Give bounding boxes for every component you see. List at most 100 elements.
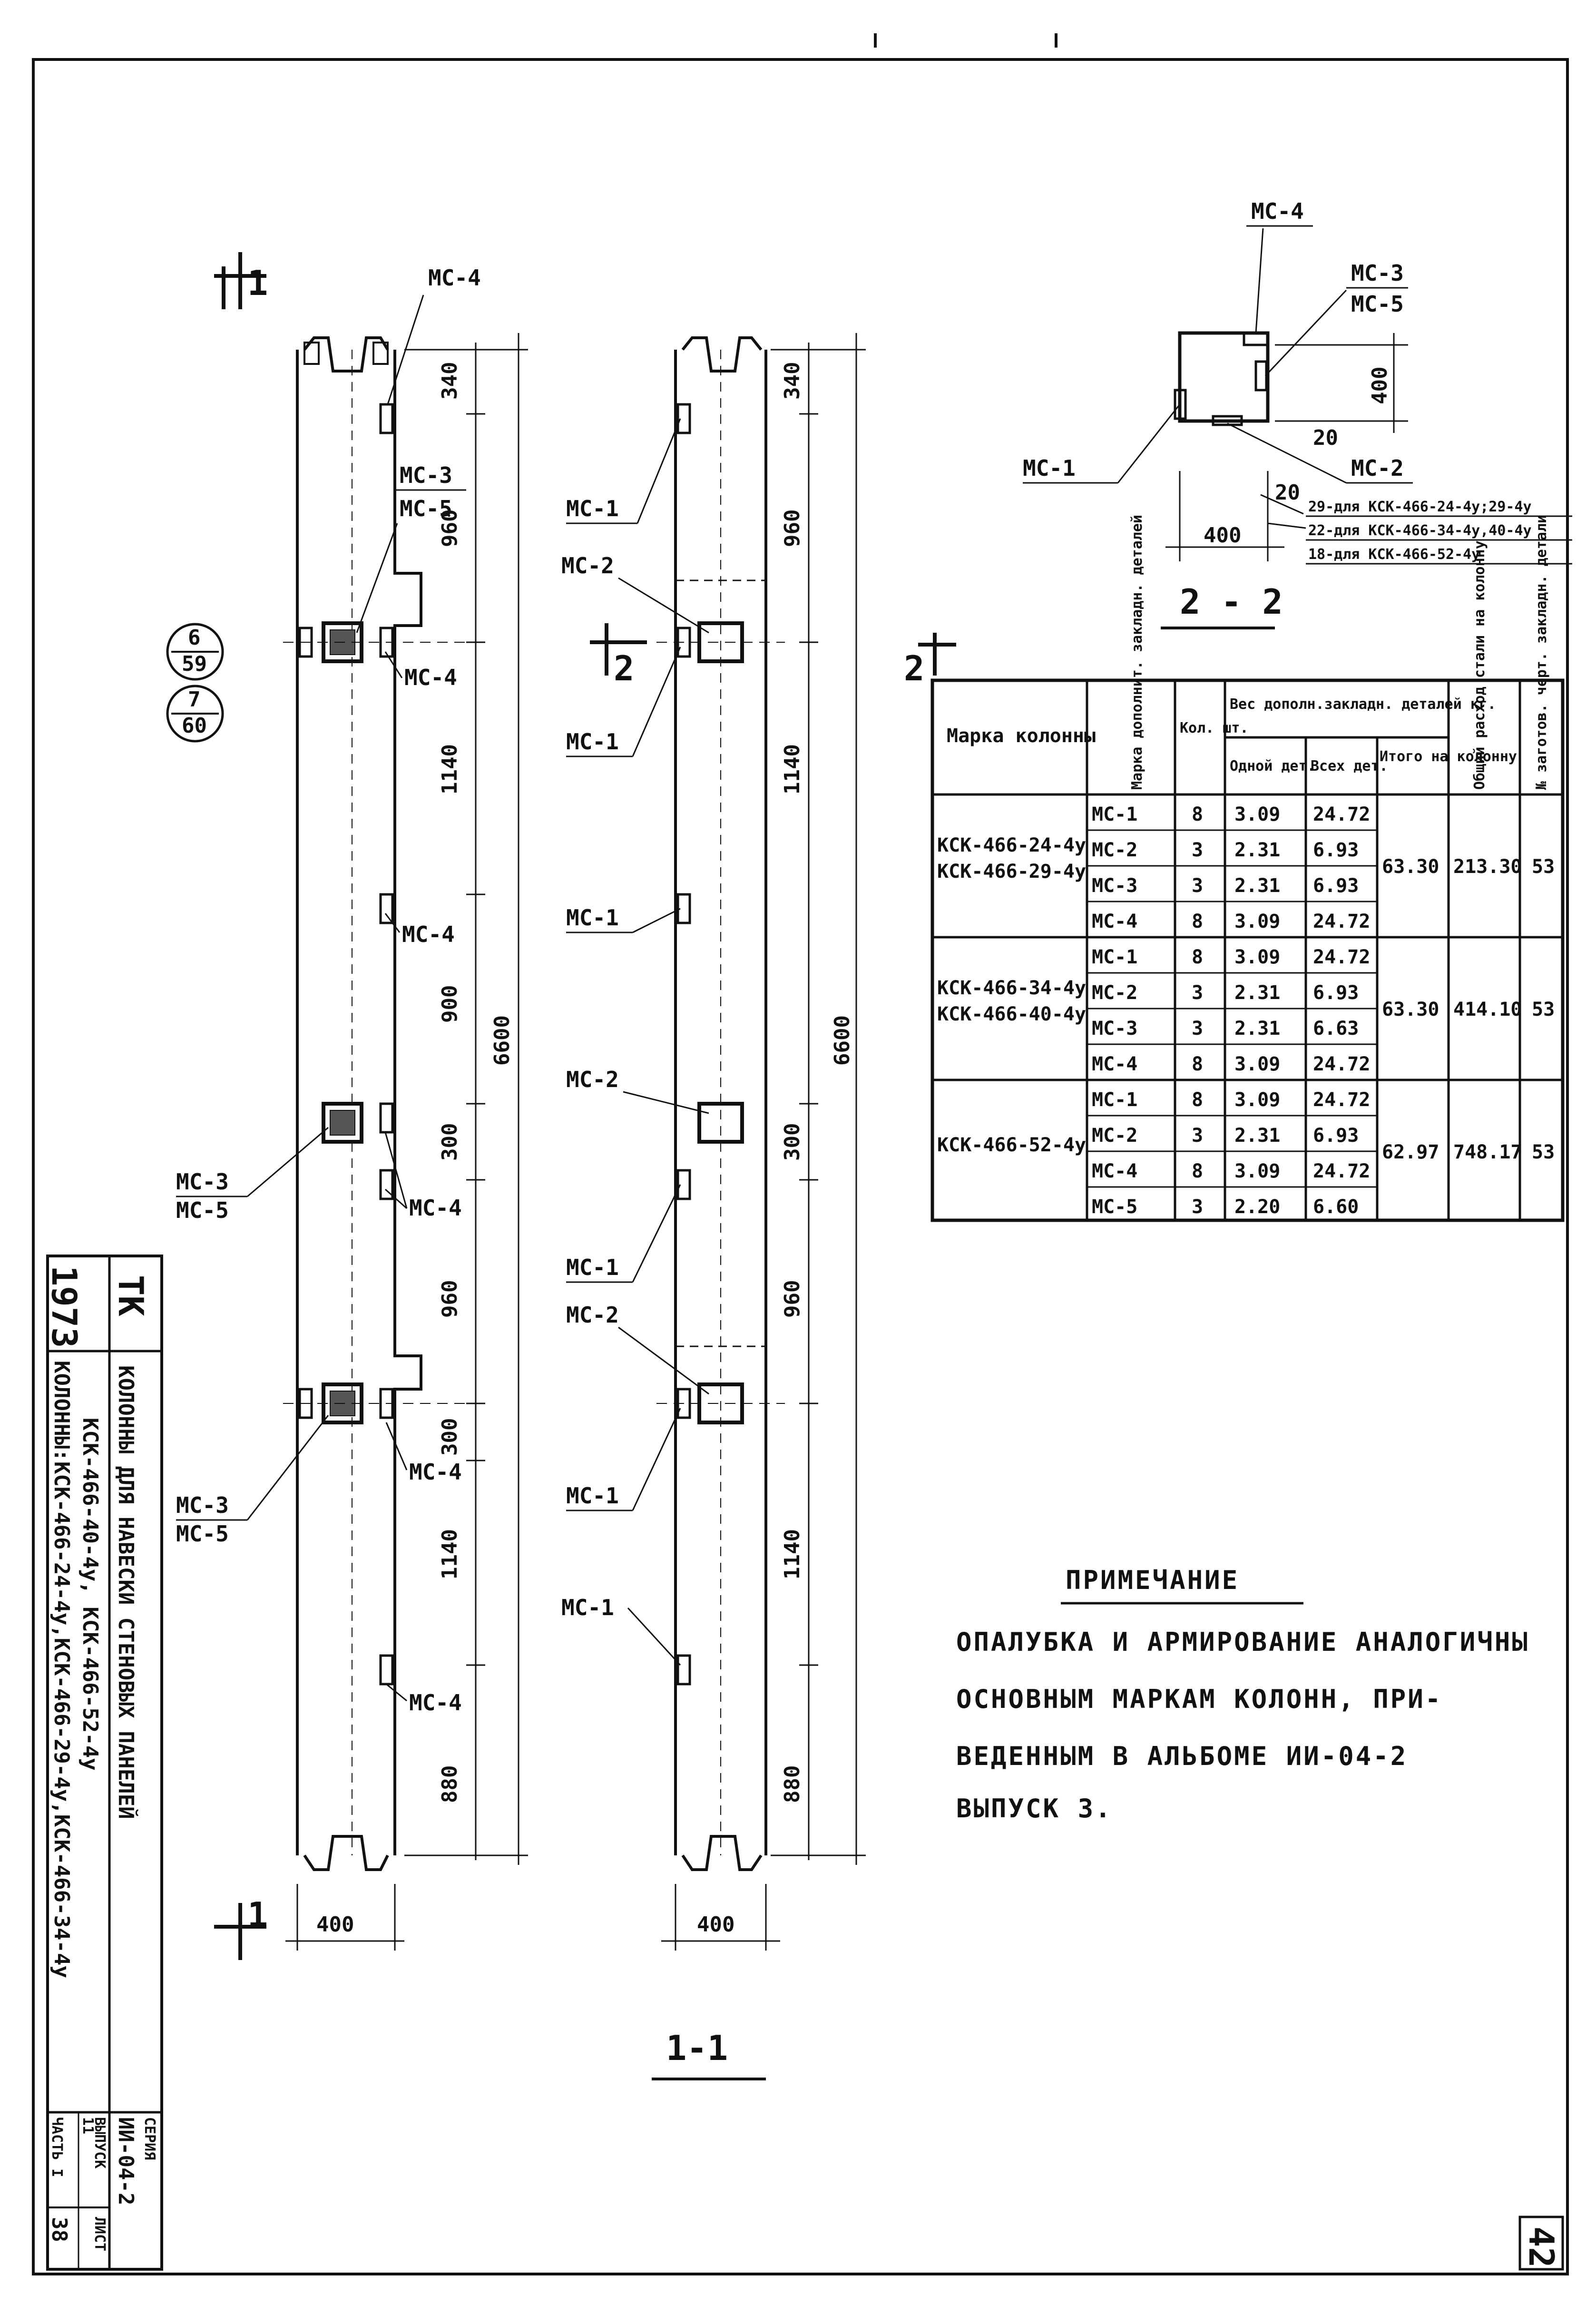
note-title: ПРИМЕЧАНИЕ <box>1066 1565 1239 1595</box>
plate-label: МС-1 <box>561 1595 614 1620</box>
cell-one: 3.09 <box>1234 1089 1280 1111</box>
plate-label: МС-5 <box>1351 291 1404 317</box>
plate-label: МС-3 <box>176 1492 229 1518</box>
cell-total: 62.97 <box>1382 1141 1439 1163</box>
detail-ref-den: 59 <box>182 652 207 676</box>
section-number: 1 <box>247 1895 268 1935</box>
stamp-title-3: КСК-466-40-4у, КСК-466-52-4у <box>78 1418 102 1771</box>
stamp-issue: 11 <box>79 2117 96 2134</box>
cell-detail: МС-4 <box>1092 1160 1137 1182</box>
embedded-plate-mc3 <box>322 1102 363 1144</box>
stamp-title-1: КОЛОННЫ ДЛЯ НАВЕСКИ СТЕНОВЫХ ПАНЕЛЕЙ <box>114 1365 139 1819</box>
cell-all: 6.93 <box>1313 875 1359 897</box>
column-mark: КСК-466-24-4у <box>937 834 1086 856</box>
cell-one: 2.20 <box>1234 1196 1280 1218</box>
header-detail-mark: Марка дополнит. закладн. деталей <box>1129 515 1146 790</box>
cell-one: 2.31 <box>1234 1018 1280 1039</box>
dimension-label: 300 <box>780 1123 804 1161</box>
plate-label: МС-4 <box>409 1690 462 1716</box>
column-outline <box>674 350 767 1855</box>
cell-one: 3.09 <box>1234 911 1280 932</box>
note-block: ПРИМЕЧАНИЕ ОПАЛУБКА И АРМИРОВАНИЕ АНАЛОГ… <box>956 1565 1527 1824</box>
cell-all: 24.72 <box>1313 804 1370 825</box>
cell-detail: МС-1 <box>1092 804 1137 825</box>
column-mark: КСК-466-29-4у <box>937 861 1086 882</box>
cell-one: 2.31 <box>1234 982 1280 1004</box>
header-one: Одной дет. <box>1230 758 1316 775</box>
cover-note: 29-для КСК-466-24-4у;29-4у <box>1308 499 1532 515</box>
cell-one: 2.31 <box>1234 839 1280 861</box>
dimension-label: 1140 <box>780 744 804 794</box>
cell-one: 2.31 <box>1234 1125 1280 1147</box>
overall-dimension: 6600 <box>490 1015 514 1066</box>
header-total-steel: Общий расход стали на колонну <box>1471 540 1488 790</box>
dimension-label: 1140 <box>438 744 462 794</box>
outer-frame <box>32 58 1569 2275</box>
cell-total: 63.30 <box>1382 856 1439 878</box>
cell-qty: 8 <box>1192 1089 1203 1111</box>
cell-qty: 8 <box>1192 1053 1203 1075</box>
plate-label: МС-1 <box>566 729 619 755</box>
stamp-series-label: СЕРИЯ <box>141 2117 158 2160</box>
column-mark: КСК-466-40-4у <box>937 1003 1086 1025</box>
cell-sheet: 53 <box>1532 999 1555 1020</box>
cell-sheet: 53 <box>1532 856 1555 878</box>
detail-ref-num: 6 <box>188 626 201 650</box>
cell-all: 24.72 <box>1313 1053 1370 1075</box>
cell-all: 6.60 <box>1313 1196 1359 1218</box>
header-all: Всех дет. <box>1311 758 1388 775</box>
section-title-2-2: 2 - 2 <box>1180 582 1283 622</box>
note-line: ВЕДЕННЫМ В АЛЬБОМЕ ИИ-04-2 <box>956 1741 1408 1771</box>
section-mark-1-top: 1 <box>214 252 268 309</box>
dimension-label: 960 <box>780 510 804 547</box>
dimension-label: 880 <box>780 1765 804 1803</box>
cell-detail: МС-2 <box>1092 982 1137 1004</box>
plate-label: МС-1 <box>566 905 619 931</box>
dimension-label: 960 <box>438 1280 462 1318</box>
cell-qty: 3 <box>1192 875 1203 897</box>
plate-label: МС-4 <box>428 265 481 291</box>
cell-qty: 3 <box>1192 1018 1203 1039</box>
detail-ref-6-59: 6 59 <box>166 623 224 681</box>
dimension-label: 960 <box>780 1280 804 1318</box>
cell-all: 6.63 <box>1313 1018 1359 1039</box>
dimension-label: 300 <box>438 1123 462 1161</box>
cell-qty: 3 <box>1192 1196 1203 1218</box>
sheet-number: 42 <box>1521 2226 1561 2268</box>
cell-detail: МС-5 <box>1092 1196 1137 1218</box>
cell-all: 24.72 <box>1313 1160 1370 1182</box>
cell-qty: 3 <box>1192 982 1203 1004</box>
column-mark: КСК-466-52-4у <box>937 1134 1086 1156</box>
column-outline <box>296 350 422 1855</box>
cell-all: 24.72 <box>1313 1089 1370 1111</box>
section-title-1-1: 1-1 <box>666 2028 728 2068</box>
title-stamp: 1973 ТК КОЛОННЫ ДЛЯ НАВЕСКИ СТЕНОВЫХ ПАН… <box>44 1255 163 2271</box>
dimension-label: 340 <box>438 362 462 400</box>
cell-sheet: 53 <box>1532 1141 1555 1163</box>
stamp-year: 1973 <box>44 1265 84 1348</box>
right-column-section-1-1: 2 МС-1 МС-2 МС-1 МС-1 МС-2 МС-1 МС-2 МС-… <box>561 333 866 2080</box>
plate-label: МС-2 <box>561 553 614 578</box>
dimension-label: 20 <box>1313 426 1338 450</box>
plate-label: МС-2 <box>1351 455 1404 481</box>
cell-total: 63.30 <box>1382 999 1439 1020</box>
plate-label: МС-5 <box>176 1521 229 1547</box>
cell-qty: 8 <box>1192 1160 1203 1182</box>
dimension-label: 900 <box>438 985 462 1023</box>
plate-label: МС-1 <box>566 1255 619 1280</box>
stamp-series: ИИ-04-2 <box>114 2117 138 2205</box>
column-mark: КСК-466-34-4у <box>937 977 1086 999</box>
header-blank-drawing: № заготов. черт. закладн. детали <box>1533 515 1550 790</box>
section-number: 2 <box>614 648 634 688</box>
section-number: 2 <box>904 648 924 688</box>
plate-label: МС-4 <box>409 1459 462 1485</box>
plate-label: МС-1 <box>1023 455 1076 481</box>
plate-label: МС-5 <box>176 1197 229 1223</box>
header-qty: Кол. шт. <box>1180 720 1249 736</box>
plate-label: МС-1 <box>566 1483 619 1509</box>
note-line: ВЫПУСК 3. <box>956 1794 1113 1824</box>
dimension-label: 400 <box>1368 367 1392 404</box>
cell-detail: МС-2 <box>1092 1125 1137 1147</box>
cell-qty: 3 <box>1192 839 1203 861</box>
